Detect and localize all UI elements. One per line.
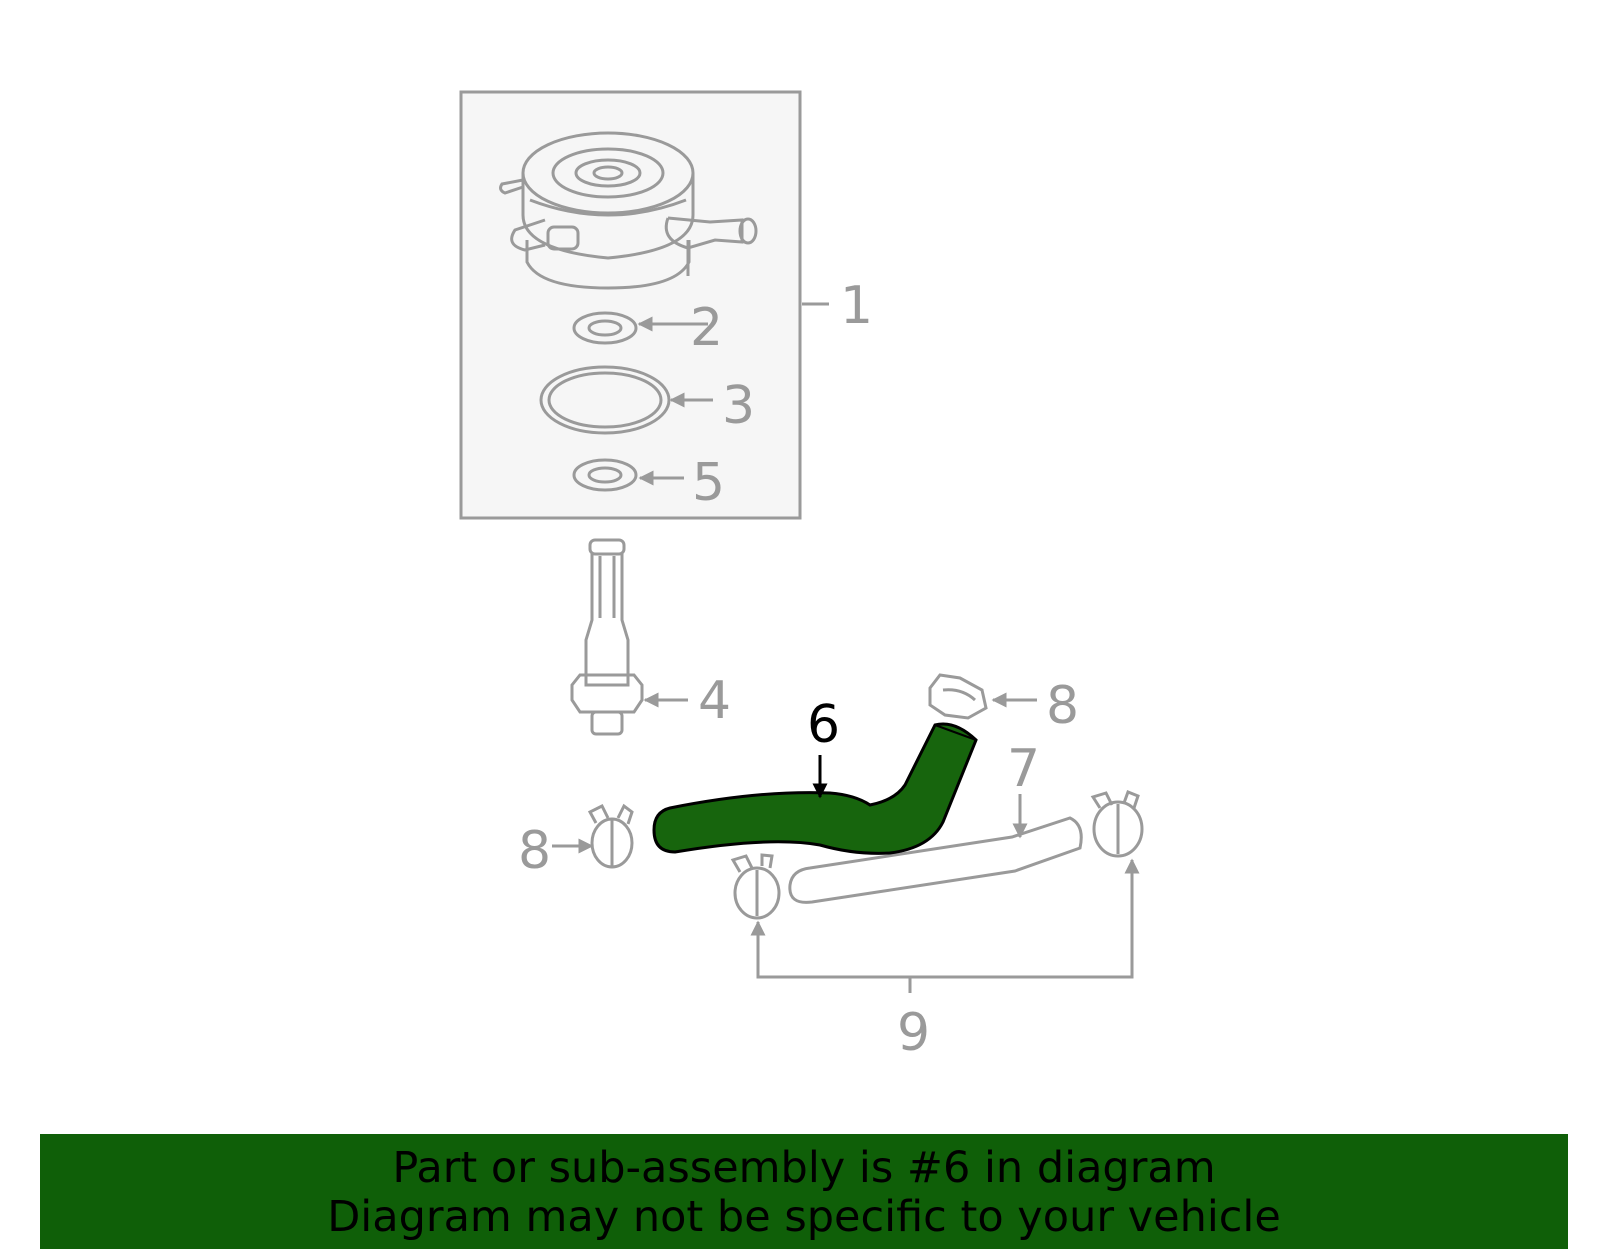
clamp-part-8-left[interactable]	[587, 803, 634, 869]
clamp-part-9-right[interactable]	[1090, 790, 1144, 858]
callout-8-top[interactable]: 8	[1046, 676, 1079, 736]
callout-4[interactable]: 4	[698, 671, 731, 731]
clamp-part-9-left[interactable]	[730, 853, 781, 920]
o-ring-part-3[interactable]	[539, 365, 671, 435]
banner-line-1: Part or sub-assembly is #6 in diagram	[392, 1143, 1216, 1193]
callout-3[interactable]: 3	[722, 376, 755, 436]
assembly-box-1	[459, 90, 802, 520]
clamp-part-8-top[interactable]	[928, 673, 988, 720]
gasket-part-2[interactable]	[572, 311, 638, 345]
callout-8-left[interactable]: 8	[518, 821, 551, 881]
notice-banner: Part or sub-assembly is #6 in diagram Di…	[40, 1134, 1568, 1249]
callout-7[interactable]: 7	[1007, 739, 1040, 799]
callout-5[interactable]: 5	[692, 453, 725, 513]
callout-9[interactable]: 9	[897, 1003, 930, 1063]
callout-2[interactable]: 2	[690, 298, 723, 358]
oil-cooler-part[interactable]	[499, 131, 758, 290]
gasket-part-5[interactable]	[572, 458, 638, 492]
callout-6[interactable]: 6	[807, 695, 840, 755]
callout-1[interactable]: 1	[840, 276, 873, 336]
hose-part-7[interactable]	[788, 816, 1083, 904]
banner-line-2: Diagram may not be specific to your vehi…	[327, 1192, 1281, 1242]
union-bolt-part-4[interactable]	[570, 538, 644, 736]
leader-lines	[552, 302, 1140, 993]
hose-part-6-highlighted[interactable]	[652, 722, 978, 855]
